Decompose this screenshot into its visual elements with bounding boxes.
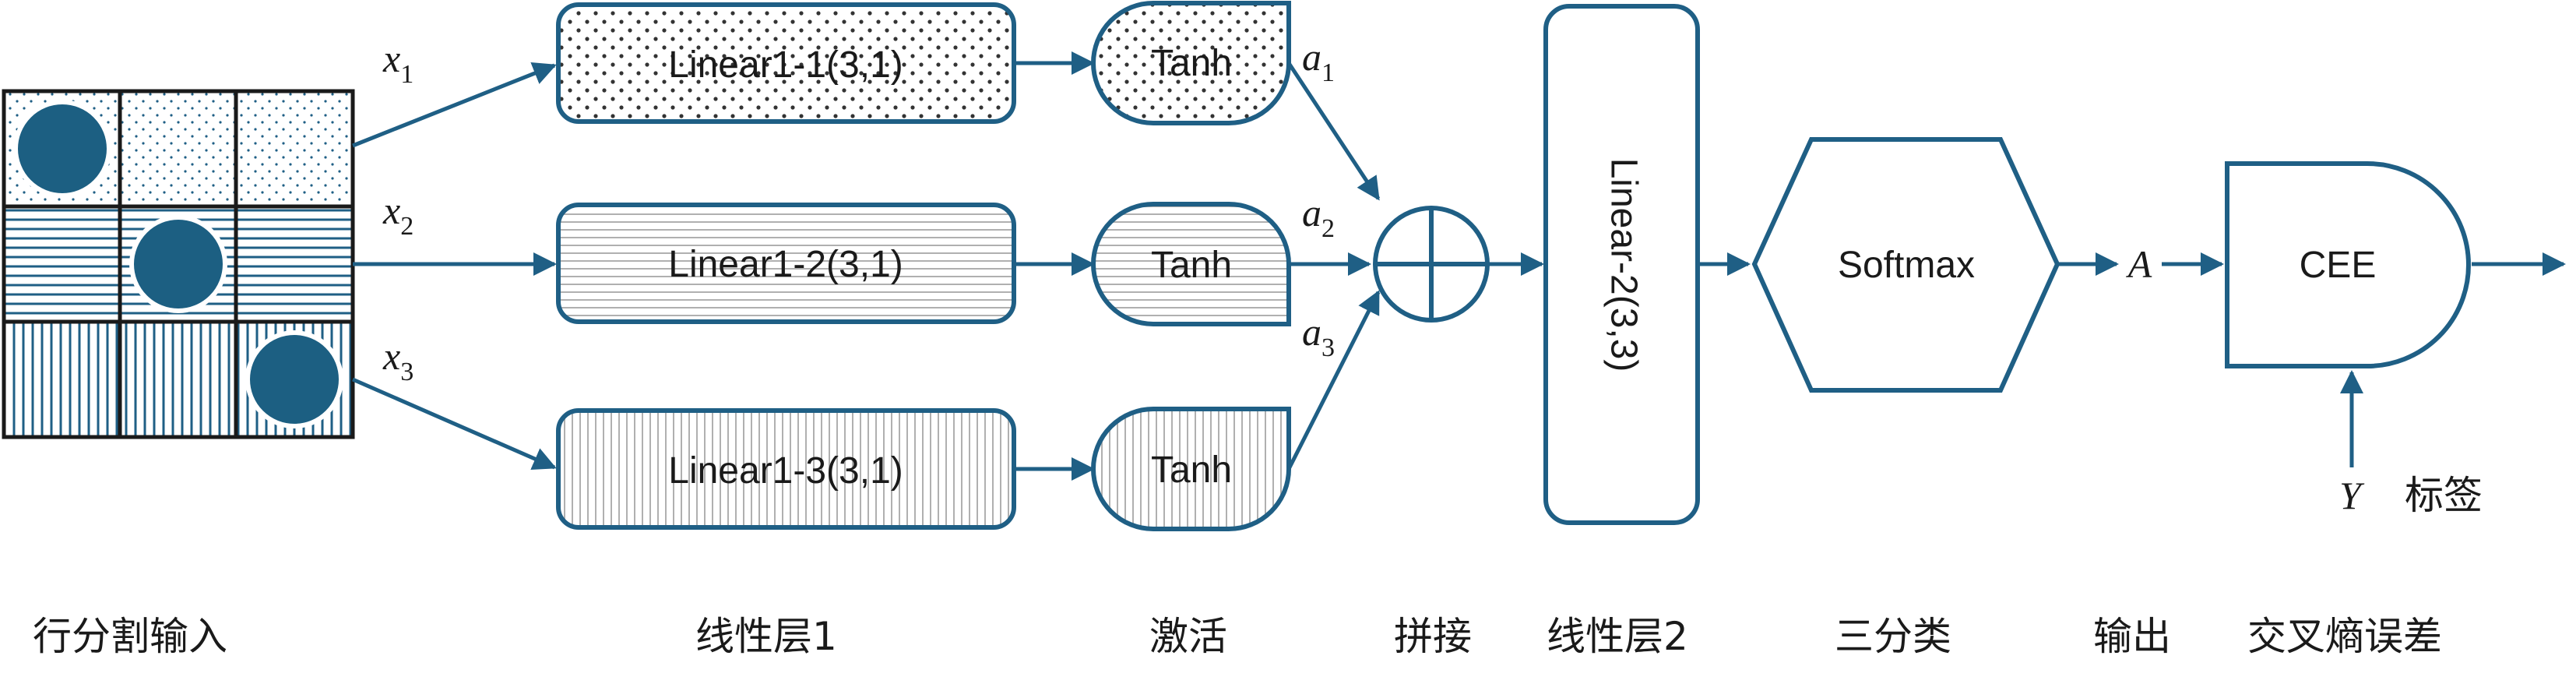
cee-node: CEE <box>2225 161 2471 368</box>
input-arrows <box>352 62 557 470</box>
label-text: 标签 <box>2405 473 2483 518</box>
grid-lines <box>2 89 355 439</box>
tanh-label-2: Tanh <box>1151 245 1232 286</box>
input-var-x1: x1 <box>382 37 413 89</box>
tanh-label-1: Tanh <box>1151 43 1232 84</box>
input-grid <box>2 89 355 439</box>
arrow-x3 <box>352 377 557 470</box>
label-var: Y <box>2339 474 2365 517</box>
concat-node <box>1373 206 1490 323</box>
linear1-box-2: Linear1-2(3,1) <box>556 203 1016 324</box>
linear1-to-tanh-arrows <box>1014 51 1095 481</box>
linear2-box: Linear-2(3,3) <box>1543 4 1700 525</box>
linear2-label: Linear-2(3,3) <box>1603 158 1644 372</box>
linear1-box-1: Linear1-1(3,1) <box>556 2 1016 124</box>
tanh-to-concat-arrows <box>1286 62 1381 471</box>
output-var: A <box>2126 242 2152 286</box>
linear1-label-1: Linear1-1(3,1) <box>668 44 903 86</box>
caption-classify: 三分类 <box>1835 614 1951 659</box>
caption-linear1: 线性层1 <box>695 614 837 659</box>
caption-concat: 拼接 <box>1394 614 1472 659</box>
linear1-label-3: Linear1-3(3,1) <box>668 450 903 492</box>
caption-loss: 交叉熵误差 <box>2247 614 2442 659</box>
tanh-shape-1: Tanh <box>1091 0 1291 125</box>
linear1-label-2: Linear1-2(3,1) <box>668 244 903 285</box>
caption-output: 输出 <box>2093 614 2171 659</box>
input-var-x2: x2 <box>382 189 413 241</box>
caption-linear2: 线性层2 <box>1547 614 1688 659</box>
tanh-shape-3: Tanh <box>1091 407 1291 531</box>
activation-var-a1: a1 <box>1302 35 1335 87</box>
arrow-x1 <box>352 62 557 148</box>
linear1-box-3: Linear1-3(3,1) <box>556 408 1016 530</box>
input-circle-2 <box>129 215 227 313</box>
input-var-x3: x3 <box>382 334 413 386</box>
input-circle-3 <box>245 330 343 428</box>
captions: 行分割输入 线性层1 激活 拼接 线性层2 三分类 输出 交叉熵误差 <box>33 614 2442 659</box>
input-circle-1 <box>13 100 111 198</box>
softmax-label: Softmax <box>1838 245 1975 286</box>
tanh-label-3: Tanh <box>1151 449 1232 491</box>
activation-var-a2: a2 <box>1302 191 1335 243</box>
caption-activation: 激活 <box>1149 614 1227 659</box>
caption-input: 行分割输入 <box>33 614 227 659</box>
activation-var-a3: a3 <box>1302 310 1335 362</box>
tanh-shape-2: Tanh <box>1091 202 1291 326</box>
cee-label: CEE <box>2300 245 2377 286</box>
softmax-node: Softmax <box>1751 137 2060 393</box>
